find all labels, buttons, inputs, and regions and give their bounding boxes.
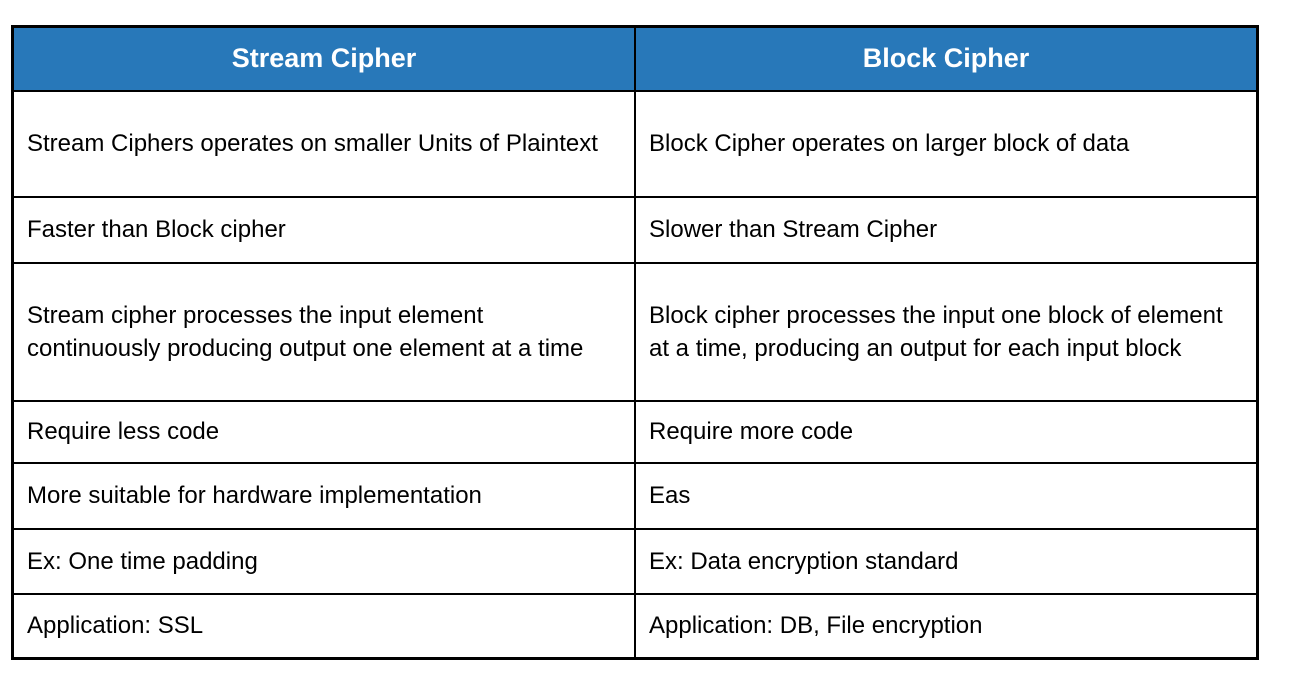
table-cell-stream: More suitable for hardware implementatio… bbox=[11, 461, 636, 530]
table-cell-stream: Application: SSL bbox=[11, 592, 636, 660]
table-row: Require less code Require more code bbox=[11, 399, 1259, 464]
table-cell-block: Slower than Stream Cipher bbox=[634, 195, 1259, 264]
table-cell-block: Eas bbox=[634, 461, 1259, 530]
cipher-comparison-table: Stream Cipher Block Cipher Stream Cipher… bbox=[11, 25, 1259, 660]
table-cell-block: Application: DB, File encryption bbox=[634, 592, 1259, 660]
column-header-stream-cipher: Stream Cipher bbox=[11, 25, 636, 92]
table-cell-stream: Ex: One time padding bbox=[11, 527, 636, 595]
table-cell-stream: Stream Ciphers operates on smaller Units… bbox=[11, 89, 636, 198]
table-row: Stream Ciphers operates on smaller Units… bbox=[11, 89, 1259, 198]
table-row: Stream cipher processes the input elemen… bbox=[11, 261, 1259, 402]
table-row: Application: SSL Application: DB, File e… bbox=[11, 592, 1259, 660]
table-row: More suitable for hardware implementatio… bbox=[11, 461, 1259, 530]
table-row: Ex: One time padding Ex: Data encryption… bbox=[11, 527, 1259, 595]
header-row: Stream Cipher Block Cipher bbox=[11, 25, 1259, 92]
column-header-block-cipher: Block Cipher bbox=[634, 25, 1259, 92]
table-cell-stream: Faster than Block cipher bbox=[11, 195, 636, 264]
table-cell-block: Block cipher processes the input one blo… bbox=[634, 261, 1259, 402]
table-cell-stream: Stream cipher processes the input elemen… bbox=[11, 261, 636, 402]
table-row: Faster than Block cipher Slower than Str… bbox=[11, 195, 1259, 264]
table-cell-block: Ex: Data encryption standard bbox=[634, 527, 1259, 595]
table-cell-block: Require more code bbox=[634, 399, 1259, 464]
table-cell-stream: Require less code bbox=[11, 399, 636, 464]
table-cell-block: Block Cipher operates on larger block of… bbox=[634, 89, 1259, 198]
